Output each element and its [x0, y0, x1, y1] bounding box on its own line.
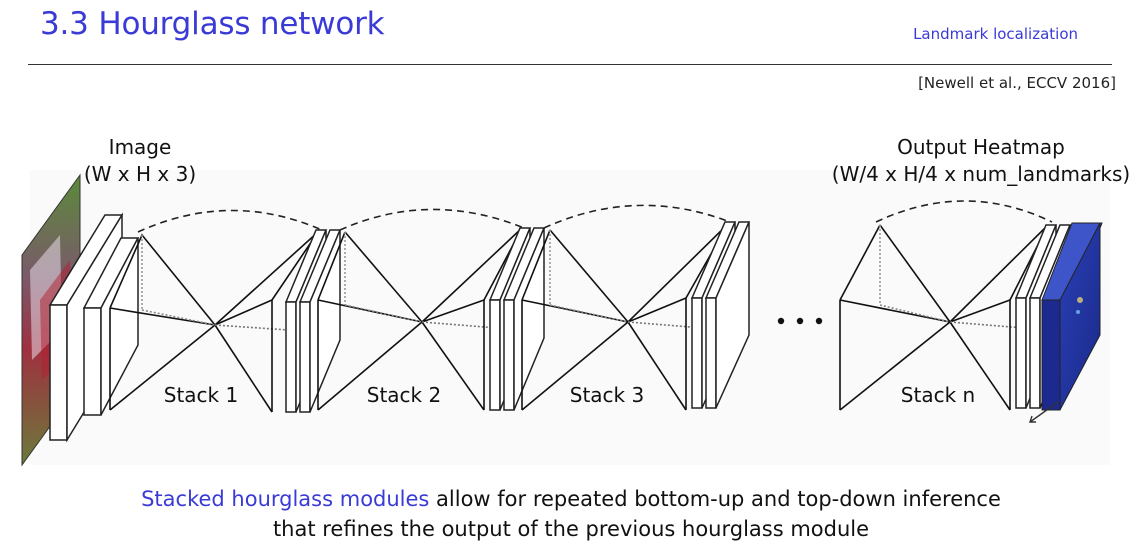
stack-label-2: Stack 2	[367, 383, 441, 407]
citation: [Newell et al., ECCV 2016]	[918, 74, 1116, 92]
output-label-line1: Output Heatmap	[897, 135, 1065, 159]
hourglass-diagram: Image (W x H x 3) Output Heatmap (W/4 x …	[21, 135, 1130, 467]
stack-label-n: Stack n	[901, 383, 975, 407]
caption-line-2: that refines the output of the previous …	[272, 517, 870, 541]
hourglass-stack-3	[521, 223, 729, 411]
hourglass-stack-2	[317, 227, 523, 411]
ellipsis-dots	[777, 317, 823, 325]
figure-background	[30, 170, 1110, 465]
caption-line-1: Stacked hourglass modules allow for repe…	[0, 484, 1142, 514]
stack-label-1: Stack 1	[164, 383, 238, 407]
output-heatmap	[1041, 222, 1103, 411]
skip-connection-arcs	[137, 200, 1053, 233]
section-label: Landmark localization	[913, 25, 1078, 43]
header-divider	[28, 64, 1112, 65]
caption-highlight: Stacked hourglass modules	[141, 487, 430, 511]
caption: Stacked hourglass modules allow for repe…	[0, 484, 1142, 544]
slide-title: 3.3 Hourglass network	[40, 6, 385, 42]
output-arrow	[1029, 401, 1059, 423]
caption-line1-rest: allow for repeated bottom-up and top-dow…	[429, 487, 1001, 511]
inter-stack-slabs-3	[690, 221, 751, 409]
hourglass-stack-n	[839, 224, 1049, 411]
input-label-line1: Image	[109, 135, 172, 159]
stack-label-3: Stack 3	[570, 383, 644, 407]
input-label-line2: (W x H x 3)	[84, 162, 196, 186]
output-label-line2: (W/4 x H/4 x num_landmarks)	[832, 162, 1130, 186]
